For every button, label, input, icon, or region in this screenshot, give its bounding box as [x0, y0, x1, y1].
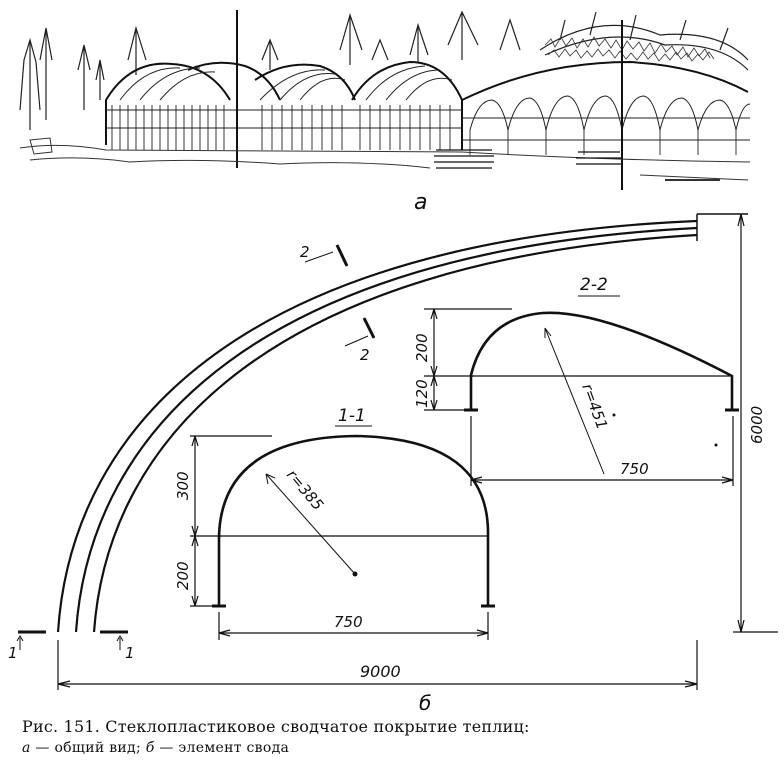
arch-outer-curve [56, 219, 698, 633]
greenhouse-figure: а б 1-1 300 200 r=385 750 2-2 200 120 r=… [8, 10, 778, 712]
section-1-1-height-top: 300 [174, 471, 192, 500]
cut-2-top-label: 2 [300, 243, 310, 261]
section-2-2-radius: r=451 [578, 381, 611, 432]
section-2-2 [424, 295, 739, 486]
poles [236, 10, 623, 190]
arch-element-drawing [16, 213, 778, 690]
stacked-boards [434, 149, 622, 169]
section-2-2-radius-line [544, 327, 605, 475]
caption-title: Рис. 151. Стеклопластиковое сводчатое по… [22, 717, 530, 736]
height-dimension-label: 6000 [748, 406, 766, 444]
trees-background [19, 10, 749, 130]
trees-texture [544, 36, 715, 62]
cut-1-right-label: 1 [125, 644, 135, 662]
greenhouse-walls [106, 105, 750, 155]
section-1-1-radius: r=385 [283, 466, 327, 514]
greenhouse-ribs [119, 65, 751, 131]
span-dimension-label: 9000 [360, 662, 401, 681]
caption-b-letter: б [145, 740, 155, 756]
greenhouse-arches [105, 60, 749, 150]
cut-2-marker [335, 244, 376, 339]
section-2-2-width: 750 [620, 460, 649, 478]
section-1-1-height-bottom: 200 [174, 561, 192, 590]
greenhouse-general-view [19, 10, 751, 190]
section-1-1-profile [217, 434, 490, 606]
ground [19, 137, 751, 181]
section-2-2-height-top: 200 [413, 333, 431, 362]
panel-a-label: а [414, 190, 427, 215]
section-2-2-title: 2-2 [580, 275, 608, 295]
caption-legend: а — общий вид; б — элемент свода [22, 738, 772, 758]
section-1-1-radius-line [265, 473, 356, 575]
section-1-1 [190, 425, 495, 640]
caption-a-text: — общий вид; [30, 740, 146, 756]
panel-b-label: б [419, 691, 431, 712]
section-1-1-title: 1-1 [338, 406, 366, 426]
arch-inner-curve [92, 233, 698, 633]
section-1-1-width: 750 [334, 613, 363, 631]
section-2-2-profile [469, 311, 734, 410]
span-dimension-line [57, 640, 698, 690]
arch-middle-curve [74, 226, 698, 633]
figure-caption: Рис. 151. Стеклопластиковое сводчатое по… [22, 716, 772, 758]
cut-2-bottom-label: 2 [360, 346, 370, 364]
section-2-2-height-bottom: 120 [413, 379, 431, 408]
caption-b-text: — элемент свода [154, 740, 290, 756]
cut-1-left-label: 1 [8, 644, 18, 662]
caption-a-letter: а [22, 740, 31, 756]
